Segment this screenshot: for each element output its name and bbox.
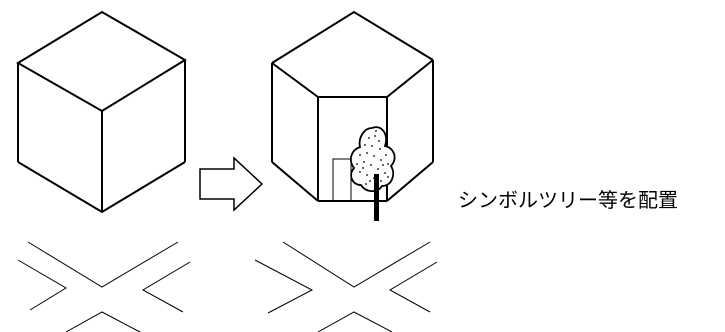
- after-cube-bottom-left-edge: [271, 161, 319, 202]
- after-cube-bottom-right-edge: [386, 161, 434, 202]
- right-arrow-outline-icon: [199, 156, 264, 212]
- left-street-bottom-corner: [65, 311, 141, 332]
- entrance-door: [332, 158, 352, 201]
- left-street-right-corner: [141, 261, 191, 313]
- left-street-top-corner: [27, 241, 179, 288]
- after-cube-right-roof-edge: [386, 59, 434, 98]
- after-cube-back-roof: [271, 10, 434, 64]
- left-street-lines: [17, 241, 191, 332]
- before-cube: [16, 10, 187, 214]
- after-cube-left-roof-edge: [271, 62, 319, 98]
- right-street-bottom-corner: [317, 311, 393, 332]
- left-street-left-corner: [17, 259, 67, 311]
- right-street-top-corner: [282, 241, 431, 288]
- tree-trunk: [374, 174, 379, 221]
- right-street-lines: [254, 241, 438, 332]
- right-street-right-corner: [388, 261, 438, 313]
- right-street-left-corner: [254, 259, 314, 314]
- symbol-tree-icon: [349, 126, 396, 221]
- diagram-caption: シンボルツリー等を配置: [458, 188, 678, 212]
- before-cube-bottom-edge: [17, 161, 186, 214]
- before-cube-top-face: [16, 10, 187, 113]
